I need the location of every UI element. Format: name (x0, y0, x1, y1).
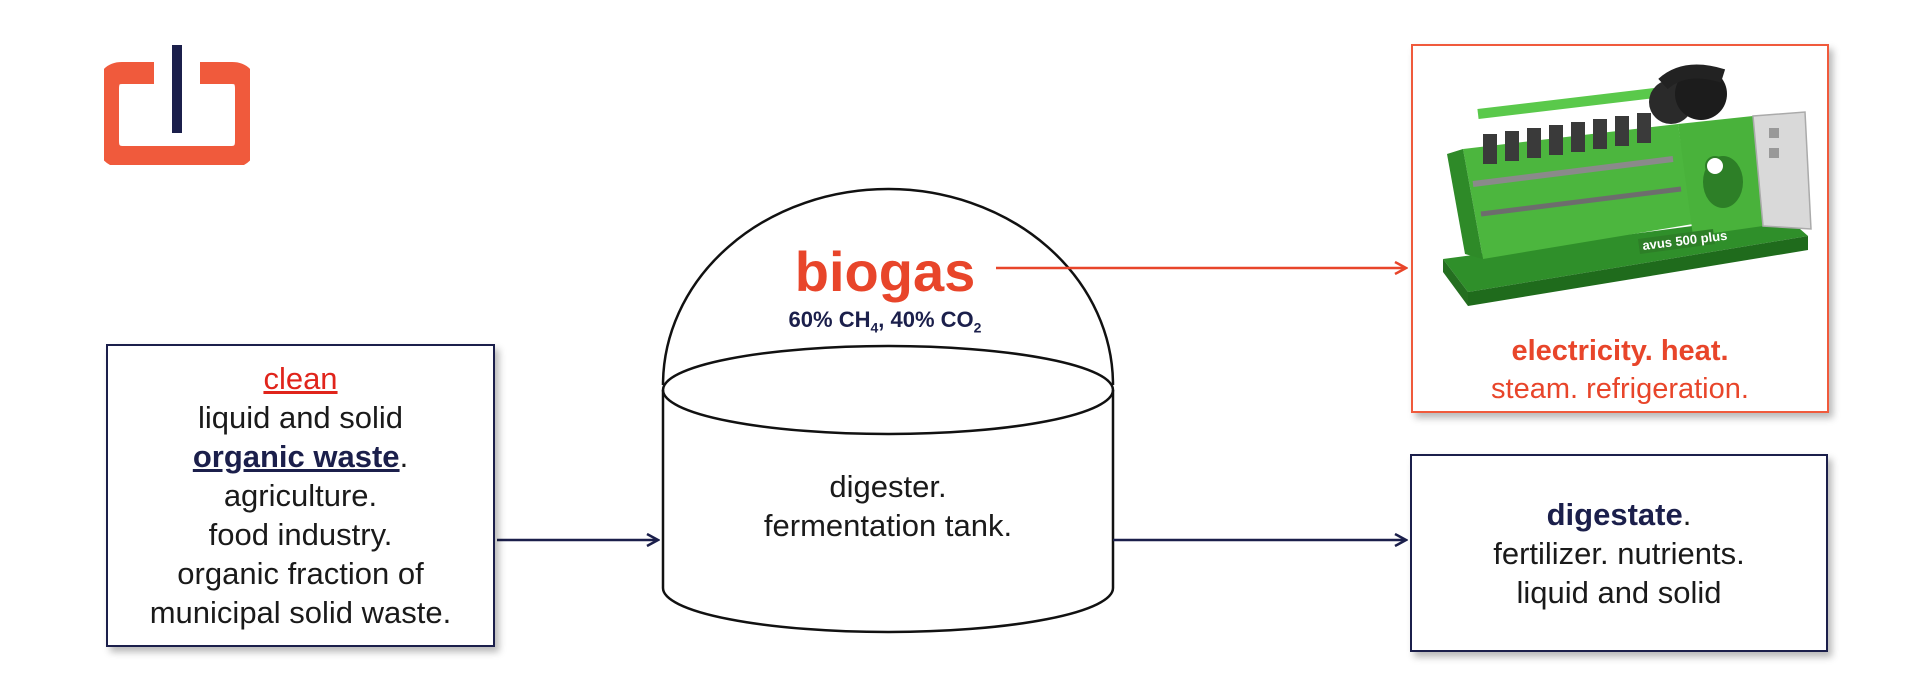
organic-waste-input-box: clean liquid and solid organic waste. ag… (106, 344, 495, 647)
digester-label: digester. (829, 469, 947, 504)
fertilizer-label: fertilizer. nutrients. (1493, 535, 1745, 571)
digester-tank (661, 187, 1115, 634)
organic-waste-label: organic waste (192, 439, 400, 474)
electricity-heat-label: electricity. heat. (1511, 335, 1729, 367)
digestate-line: digestate. (1546, 496, 1692, 532)
energy-output-box: avus 500 plus electricity. heat. steam. … (1411, 44, 1829, 413)
food-industry-label: food industry. (208, 517, 393, 552)
municipal-waste-label: municipal solid waste. (149, 595, 452, 630)
energy-text: electricity. heat. steam. refrigeration. (1413, 332, 1827, 408)
steam-refrigeration-label: steam. refrigeration. (1491, 373, 1749, 405)
liquid-solid-output-label: liquid and solid (1516, 574, 1722, 610)
biogas-composition: 60% CH4, 40% CO2 (788, 307, 982, 336)
fermentation-tank-label: fermentation tank. (763, 508, 1013, 543)
clean-label: clean (263, 361, 338, 396)
digestate-output-box: digestate. fertilizer. nutrients. liquid… (1410, 454, 1828, 652)
gas-engine-generator-icon: avus 500 plus (1443, 64, 1812, 306)
agriculture-label: agriculture. (223, 478, 378, 513)
organic-fraction-label: organic fraction of (177, 556, 424, 591)
digestate-label: digestate (1546, 496, 1683, 532)
power-plug-logo-icon (104, 45, 250, 165)
biogas-title: biogas (794, 240, 976, 303)
liquid-solid-label: liquid and solid (197, 400, 404, 435)
organic-waste-line: organic waste. (192, 439, 409, 474)
